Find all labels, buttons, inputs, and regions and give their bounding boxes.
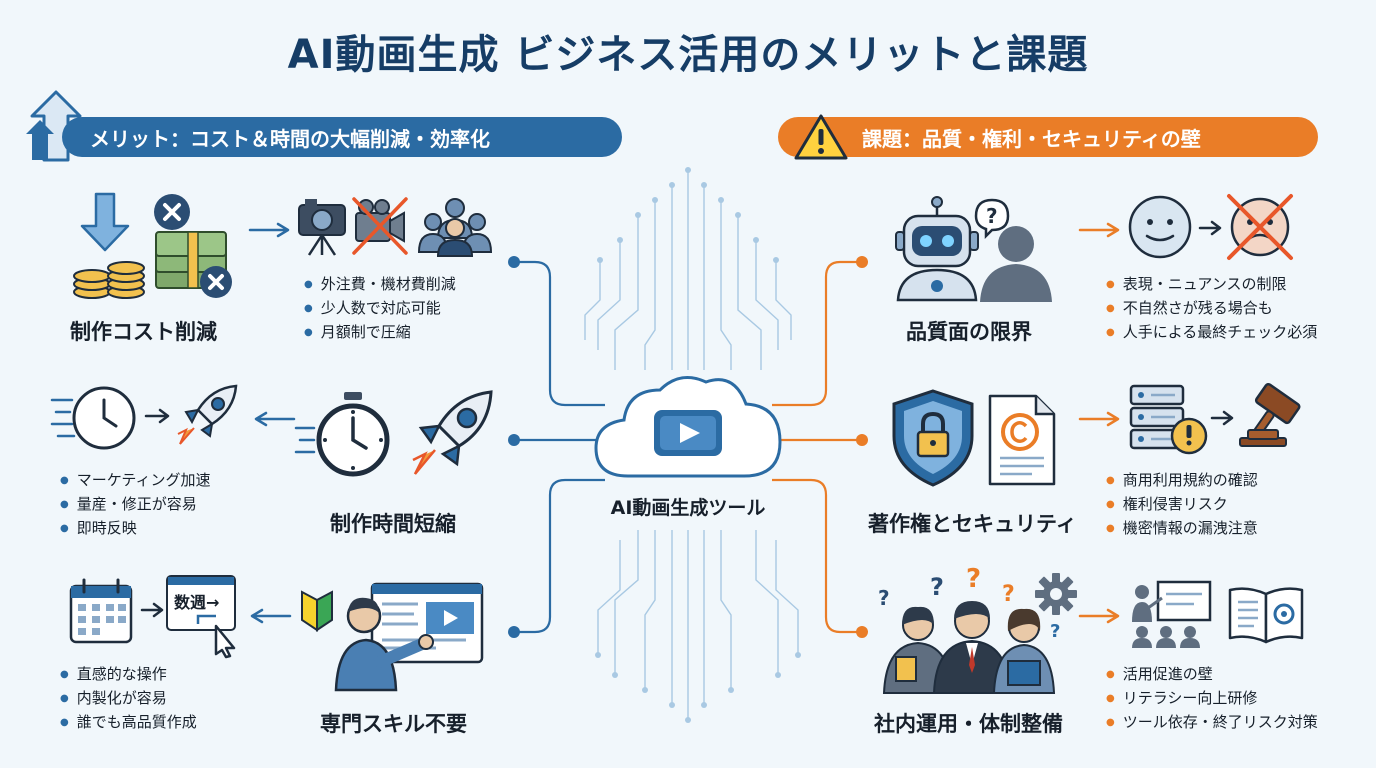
- camera-icon: [298, 199, 346, 256]
- center-tool-label: AI動画生成ツール: [610, 497, 766, 519]
- svg-text:?: ?: [986, 204, 998, 228]
- gear-icon: [1035, 573, 1077, 615]
- issue-title-operations: 社内運用・体制整備: [874, 712, 1063, 736]
- list-item: 量産・修正が容易: [60, 492, 211, 516]
- person-question-icon: ?: [974, 198, 1052, 302]
- issue-banner: 課題：品質・権利・セキュリティの壁: [778, 117, 1318, 157]
- list-item: 人手による最終チェック必須: [1106, 320, 1318, 344]
- svg-text:?: ?: [966, 564, 981, 594]
- gavel-icon: [1239, 382, 1301, 447]
- page-title: AI動画生成 ビジネス活用のメリットと課題: [287, 32, 1089, 78]
- issue-title-copyright: 著作権とセキュリティ: [868, 512, 1077, 536]
- list-item: マーケティング加速: [60, 468, 211, 492]
- list-item: 月額制で圧縮: [304, 320, 456, 344]
- merit-title-skill: 専門スキル不要: [320, 712, 467, 736]
- merit-bullets-time: マーケティング加速 量産・修正が容易 即時反映: [60, 468, 211, 540]
- list-item: 外注費・機材費削減: [304, 272, 456, 296]
- arrow-right-icon: [144, 408, 170, 424]
- list-item: 活用促進の壁: [1106, 662, 1318, 686]
- server-warning-icon: [1129, 384, 1208, 455]
- cursor-icon: [196, 614, 236, 659]
- fast-clock-icon: [50, 386, 136, 450]
- ui-window-label: 数週→: [174, 593, 220, 612]
- copyright-document-icon: [988, 394, 1056, 486]
- arrow-right-icon: [248, 222, 290, 238]
- rocket-icon: [177, 384, 238, 445]
- merit-bullets-skill: 直感的な操作 内製化が容易 誰でも高品質作成: [60, 662, 197, 734]
- list-item: 表現・ニュアンスの制限: [1106, 272, 1317, 296]
- team-icon: [417, 198, 493, 257]
- arrow-left-icon: [254, 411, 296, 427]
- merit-title-time: 制作時間短縮: [330, 512, 456, 536]
- arrow-right-icon: [1198, 220, 1222, 236]
- issue-title-quality: 品質面の限界: [906, 320, 1032, 344]
- list-item: 直感的な操作: [60, 662, 197, 686]
- issue-bullets-quality: 表現・ニュアンスの制限 不自然さが残る場合も 人手による最終チェック必須: [1106, 272, 1318, 344]
- calendar-icon: [69, 578, 133, 644]
- arrow-right-icon: [1210, 410, 1234, 426]
- list-item: リテラシー向上研修: [1106, 686, 1318, 710]
- list-item: 商用利用規約の確認: [1106, 468, 1258, 492]
- merit-banner: メリット：コスト＆時間の大幅削減・効率化: [62, 117, 622, 157]
- shield-lock-icon: [892, 389, 974, 487]
- list-item: 少人数で対応可能: [304, 296, 456, 320]
- list-item: 内製化が容易: [60, 686, 197, 710]
- arrow-right-icon: [1078, 222, 1120, 238]
- list-item: ツール依存・終了リスク対策: [1106, 710, 1318, 734]
- smiley-icon: [1128, 195, 1192, 259]
- arrow-right-icon: [1078, 411, 1120, 427]
- cash-cross-icon: [154, 194, 232, 298]
- warning-icon: [794, 114, 848, 160]
- list-item: 権利侵害リスク: [1106, 492, 1258, 516]
- cloud-video-icon: [594, 376, 782, 478]
- coins-down-icon: [73, 192, 145, 299]
- list-item: 不自然さが残る場合も: [1106, 296, 1317, 320]
- issue-banner-label: 課題：品質・権利・セキュリティの壁: [862, 126, 1201, 151]
- svg-text:?: ?: [878, 586, 890, 610]
- svg-text:?: ?: [1050, 621, 1060, 642]
- svg-text:?: ?: [930, 573, 944, 601]
- stopwatch-icon: [294, 392, 390, 477]
- confused-team-icon: ? ? ? ? ?: [878, 564, 1060, 694]
- beginner-mark-icon: [301, 590, 333, 632]
- merit-bullets-cost: 外注費・機材費削減 少人数で対応可能 月額制で圧縮: [304, 272, 456, 344]
- arrow-left-icon: [250, 608, 292, 624]
- merit-title-cost: 制作コスト削減: [70, 320, 217, 344]
- user-video-icon: [334, 582, 484, 692]
- issue-bullets-operations: 活用促進の壁 リテラシー向上研修 ツール依存・終了リスク対策: [1106, 662, 1318, 734]
- arrow-right-icon: [140, 602, 164, 618]
- list-item: 機密情報の漏洩注意: [1106, 516, 1258, 540]
- svg-text:?: ?: [1002, 582, 1015, 607]
- ui-window-icon: 数週→: [166, 575, 236, 631]
- robot-icon: [895, 196, 979, 302]
- training-icon: [1132, 580, 1212, 648]
- list-item: 即時反映: [60, 516, 211, 540]
- arrow-right-icon: [1078, 608, 1120, 624]
- list-item: 誰でも高品質作成: [60, 710, 197, 734]
- manual-book-icon: [1228, 587, 1304, 644]
- issue-bullets-copyright: 商用利用規約の確認 権利侵害リスク 機密情報の漏洩注意: [1106, 468, 1258, 540]
- crossed-sad-face-icon: [1227, 194, 1293, 260]
- crossed-camera-icon: [352, 197, 408, 255]
- rocket-large-icon: [412, 390, 493, 475]
